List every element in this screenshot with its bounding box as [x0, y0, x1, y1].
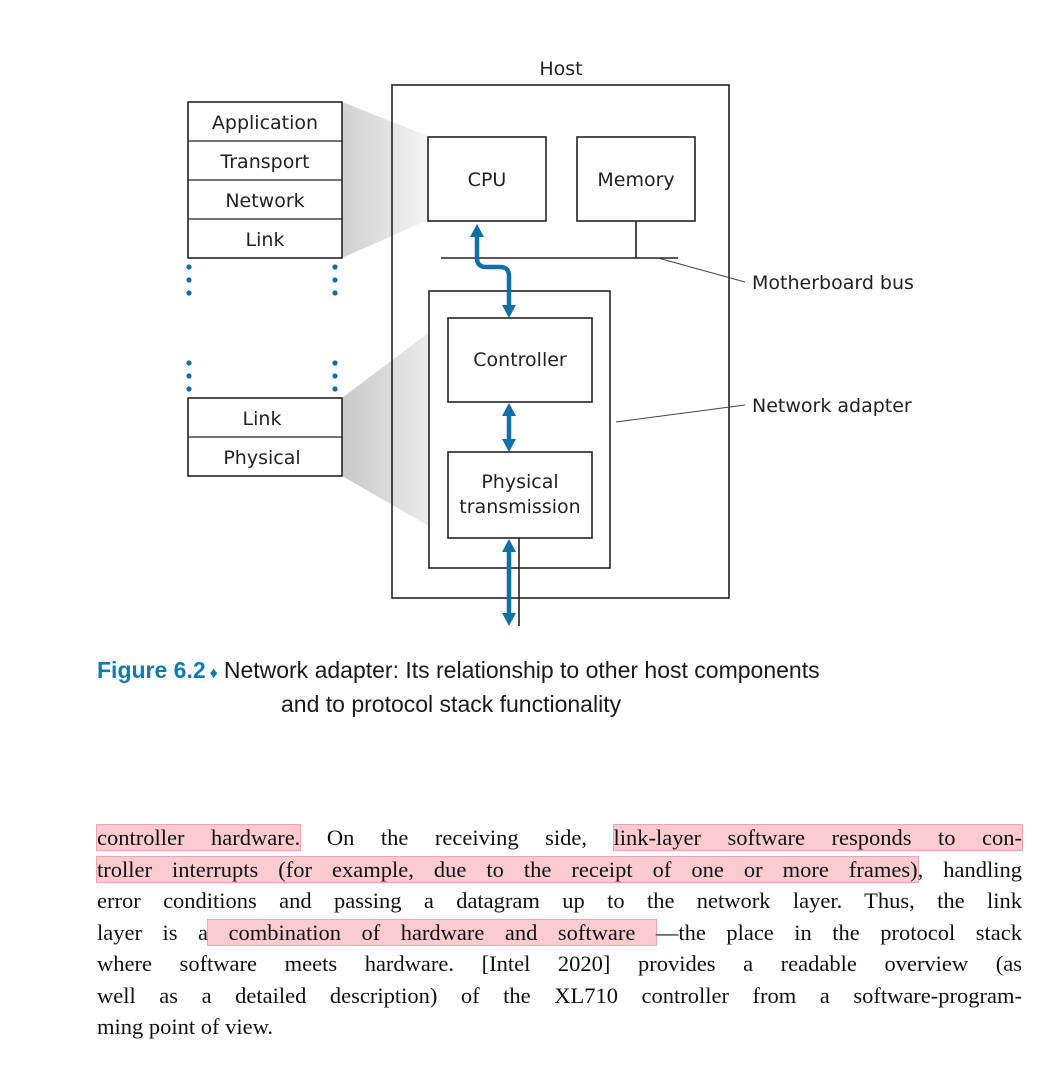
memory-label: Memory — [597, 169, 674, 191]
stack-bottom-physical: Physical — [223, 447, 300, 469]
arrowhead-up-controller — [502, 403, 516, 416]
text-line-3: error conditions and passing a datagram … — [97, 888, 1022, 913]
physical-transmission-box — [447, 451, 593, 539]
top-protocol-stack: Application Transport Network Link — [187, 101, 343, 259]
arrowhead-up-cpu — [470, 224, 484, 237]
text-line-7: ming point of view. — [97, 1014, 274, 1039]
stack-bottom-link: Link — [243, 408, 282, 430]
text-line-6: well as a detailed description) of the X… — [97, 982, 1022, 1008]
text-fragment: layer is a — [97, 919, 208, 945]
text-line-5: where software meets hardware. [Intel 20… — [97, 951, 1022, 976]
body-paragraph: controller hardware. On the receiving si… — [95, 822, 1023, 1043]
arrowhead-up-physical — [502, 539, 516, 552]
top-stack-projection — [342, 102, 428, 258]
cpu-controller-arrow — [474, 232, 512, 308]
figure-number: Figure 6.2 — [97, 657, 206, 683]
text-fragment: , handling — [917, 856, 1022, 882]
ellipsis-dots — [186, 264, 338, 392]
highlight-controller-hardware: controller hardware. — [95, 824, 302, 851]
network-adapter-label: Network adapter — [752, 395, 912, 417]
text-line-1: controller hardware. On the receiving si… — [95, 822, 1023, 854]
host-label: Host — [539, 58, 582, 80]
adapter-leader-line — [615, 404, 746, 423]
stack-layer-transport: Transport — [219, 151, 309, 173]
cpu-box — [427, 136, 547, 222]
stack-layer-link: Link — [246, 229, 285, 251]
text-line-2: troller interrupts (for example, due to … — [96, 854, 1022, 886]
caption-line1: Network adapter: Its relationship to oth… — [223, 657, 820, 683]
text-fragment: —the place in the protocol stack — [655, 919, 1022, 945]
motherboard-bus-label: Motherboard bus — [752, 272, 914, 294]
caption-line2: and to protocol stack functionality — [281, 691, 622, 717]
highlight-hardware-software: combination of hardware and software — [206, 918, 657, 946]
physical-transmission-line1: Physical — [481, 471, 558, 493]
physical-transmission-line2: transmission — [459, 496, 580, 518]
controller-label: Controller — [473, 349, 567, 371]
controller-box — [447, 317, 593, 403]
text-line-4: layer is a combination of hardware and s… — [97, 917, 1022, 949]
bus-leader-line — [657, 257, 746, 283]
arrowhead-down-physical — [502, 439, 516, 452]
bottom-protocol-stack: Link Physical — [187, 397, 343, 477]
bottom-stack-projection — [342, 318, 448, 537]
cpu-label: CPU — [468, 169, 507, 191]
diamond-bullet-icon: ♦ — [209, 665, 218, 682]
host-box — [391, 84, 730, 599]
highlight-controller-interrupts: troller interrupts (for example, due to … — [96, 855, 919, 883]
network-adapter-figure: Host CPU Memory Motherboard bus Network … — [186, 58, 914, 626]
arrowhead-down-controller — [502, 305, 516, 318]
text-fragment: On the receiving side, — [300, 825, 614, 850]
highlight-link-layer-software: link-layer software responds to con- — [612, 824, 1023, 851]
figure-caption: Figure 6.2♦ Network adapter: Its relation… — [97, 655, 1017, 719]
arrowhead-down-external — [502, 613, 516, 626]
stack-layer-application: Application — [212, 112, 318, 134]
stack-layer-network: Network — [225, 190, 304, 212]
